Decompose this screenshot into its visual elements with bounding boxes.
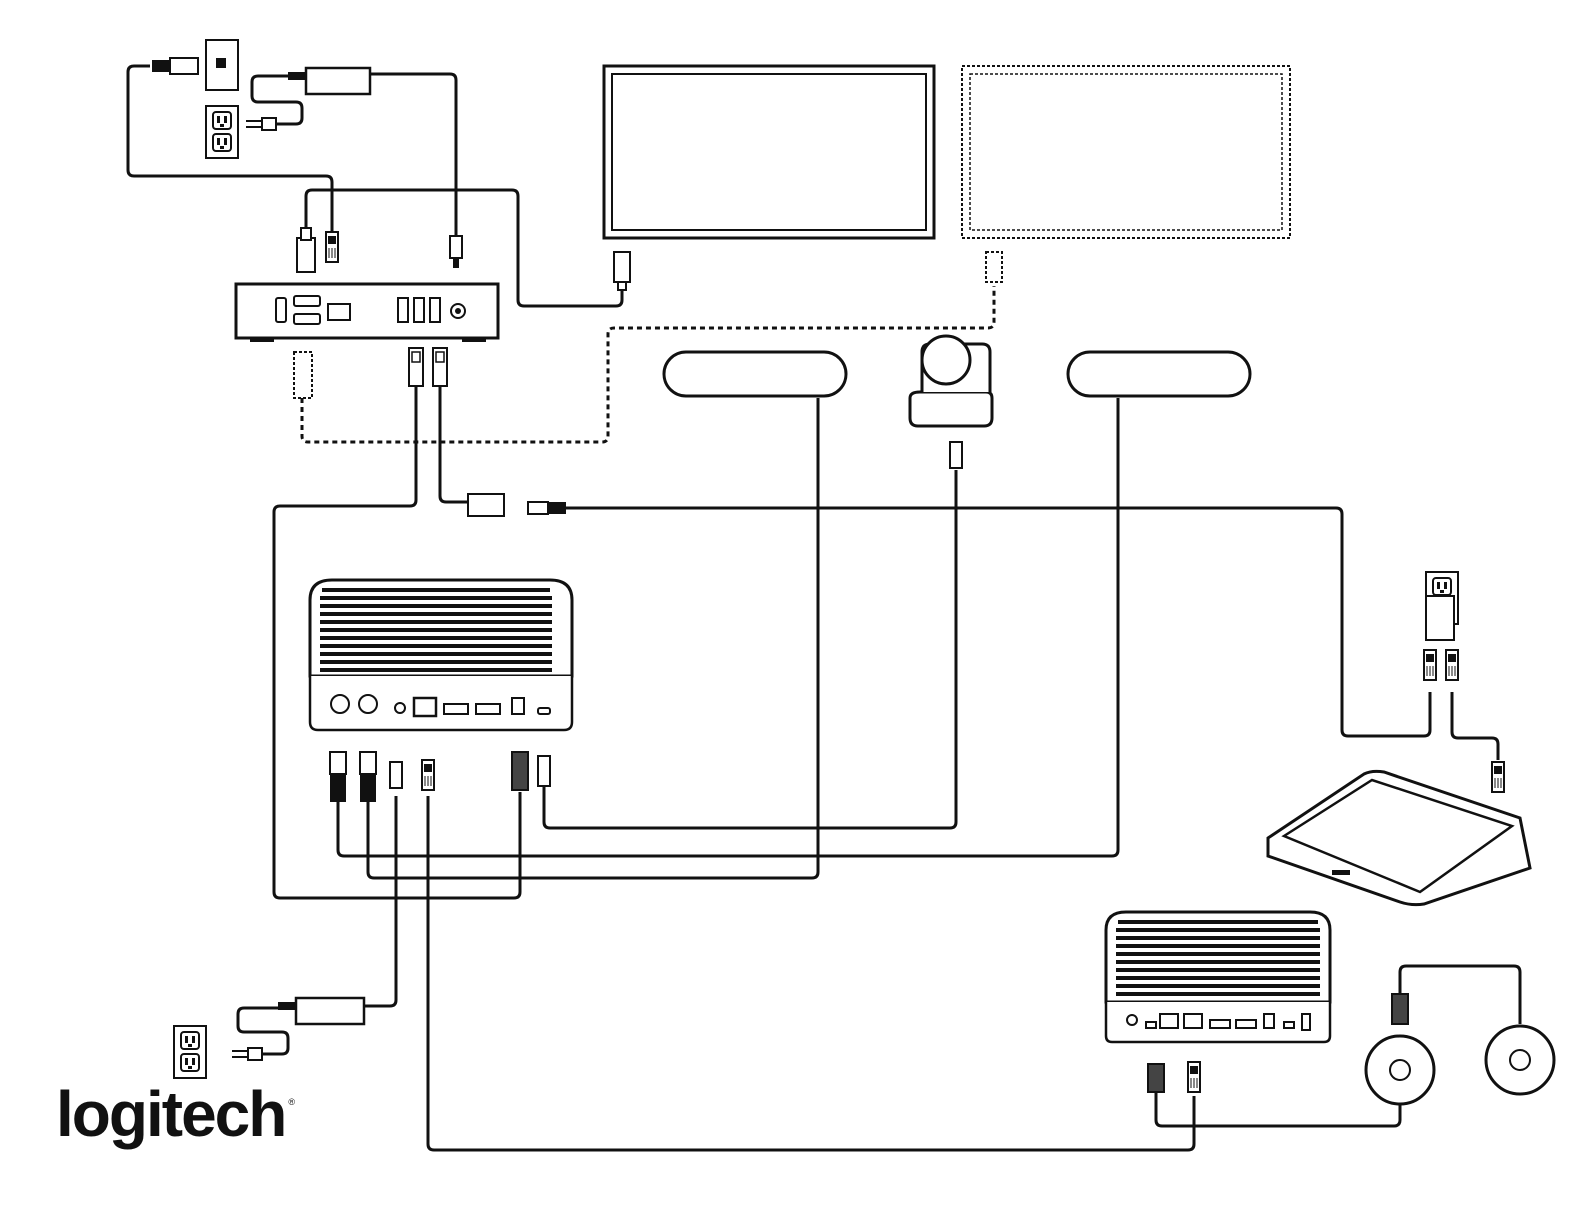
xlr-plug-icon <box>360 752 376 802</box>
usb-plug-icon <box>409 348 423 386</box>
power-outlet-icon <box>206 106 238 158</box>
rj45-plug-icon <box>152 58 198 74</box>
ethernet-cable-controller <box>566 508 1430 736</box>
rj45-plug-icon <box>1492 762 1504 792</box>
display-1 <box>604 66 934 238</box>
mic-expansion-left <box>1366 994 1434 1104</box>
rj45-plug-icon <box>1188 1062 1200 1092</box>
rj45-plug-icon <box>326 232 338 262</box>
ptz-camera <box>910 336 992 468</box>
mic-daisy-chain-cable <box>1400 966 1520 1024</box>
rj45-plug-icon <box>422 760 434 790</box>
brand-logo: logitech® <box>56 1082 292 1146</box>
room-hub <box>310 580 572 730</box>
pc-power-plug-cable <box>252 76 306 124</box>
secondary-hub <box>1106 912 1330 1042</box>
trademark-symbol: ® <box>288 1097 295 1107</box>
camera-cable <box>544 470 956 828</box>
mic-expansion-right <box>1486 1026 1554 1094</box>
hdmi-plug-icon <box>297 228 315 272</box>
hub-power-plug-cable <box>238 1008 296 1054</box>
power-outlet-icon <box>174 1026 206 1078</box>
logo-text: logitech <box>56 1078 285 1150</box>
usb-plug-icon <box>1148 1064 1164 1092</box>
hdmi-plug-icon <box>986 252 1002 282</box>
usb-c-plug-icon <box>538 756 550 786</box>
usb-plug-icon <box>294 352 312 398</box>
dc-plug-icon <box>390 762 402 788</box>
power-adapter-icon <box>288 68 370 94</box>
display-2-optional <box>962 66 1290 238</box>
mic-pod-right <box>1068 352 1250 396</box>
controller-power-adapter-icon <box>1426 596 1454 640</box>
power-adapter-icon <box>278 998 364 1024</box>
controller-power-cable <box>1452 692 1498 760</box>
rj45-plug-icon <box>1446 650 1458 680</box>
pc-box <box>236 284 498 342</box>
rj45-plug-icon <box>1424 650 1436 680</box>
usb-plug-icon <box>512 752 528 790</box>
usb-plug-icon <box>433 348 447 386</box>
ac-plug-icon <box>246 118 276 130</box>
ac-plug-icon <box>232 1048 262 1060</box>
xlr-plug-icon <box>330 752 346 802</box>
touch-controller <box>1268 771 1530 904</box>
pc-power-cable <box>370 74 456 238</box>
dc-plug-icon <box>450 236 462 268</box>
mic-pod-left <box>664 352 846 396</box>
ethernet-cable-hub-secondary <box>428 796 1194 1150</box>
usb-cable-pc-extender <box>440 386 468 502</box>
usb-extender-icon <box>468 494 566 516</box>
ethernet-wall-jack-icon <box>206 40 238 90</box>
hdmi-plug-icon <box>614 252 630 290</box>
